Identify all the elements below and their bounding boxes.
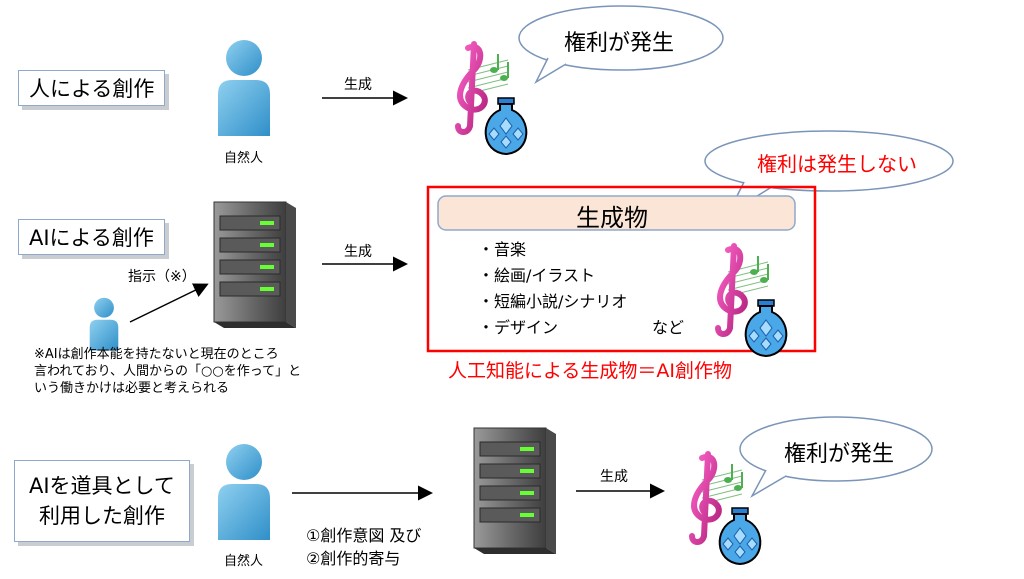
product-item-music: ・音楽 [478, 240, 527, 259]
note-line-1: ※AIは創作本能を持たないと現在のところ [34, 347, 279, 362]
row1-speech-bubble [518, 5, 724, 84]
row3-person-caption: 自然人 [224, 554, 264, 569]
row3-label: AIを道具として 利用した創作 [14, 460, 190, 542]
product-item-novel: ・短編小説/シナリオ [478, 292, 628, 311]
row1-music-vase-icon [458, 44, 526, 154]
product-item-design: ・デザイン [478, 318, 559, 337]
row1-label: 人による創作 [18, 70, 166, 106]
row1-person-caption: 自然人 [224, 151, 264, 166]
product-title: 生成物 [576, 204, 648, 232]
product-item-illustration: ・絵画/イラスト [478, 266, 596, 285]
row3-bubble-text: 権利が発生 [784, 442, 895, 467]
row2-music-vase-icon [718, 246, 786, 356]
row3-music-vase-icon [692, 454, 760, 564]
row1-person-icon [218, 40, 270, 136]
row3-conditions: ①創作意図 及び ②創作的寄与 [306, 524, 421, 570]
row3-person-icon [218, 444, 270, 540]
product-list: ・音楽 ・絵画/イラスト ・短編小説/シナリオ ・デザイン [478, 237, 627, 341]
product-title-bar [437, 195, 796, 231]
row1-bubble-text: 権利が発生 [564, 31, 675, 56]
condition-intent: ①創作意図 及び [306, 526, 422, 545]
note-line-3: いう働きかけは必要と考えられる [34, 381, 230, 396]
row2-bubble-text: 権利は発生しない [757, 152, 917, 176]
row3-server-icon [473, 427, 557, 555]
row3-arrow-label: 生成 [600, 469, 628, 485]
row3-label-line-1: AIを道具として [29, 474, 175, 498]
row2-arrow-label: 生成 [344, 244, 372, 260]
row2-instruction-arrow [129, 283, 209, 323]
row2-server-icon [213, 201, 297, 329]
row3-label-line-2: 利用した創作 [38, 504, 165, 528]
row2-label-text: AIによる創作 [29, 226, 154, 250]
product-frame [426, 185, 817, 353]
row2-instruction-label: 指示（※） [128, 269, 196, 285]
product-items-suffix: など [652, 318, 685, 337]
row1-label-text: 人による創作 [29, 77, 155, 101]
row2-instruction-person-icon [89, 297, 119, 351]
note-line-2: 言われており、人間からの「○○を作って」と [34, 364, 302, 379]
row3-speech-bubble [739, 416, 933, 499]
condition-contribution: ②創作的寄与 [306, 549, 401, 568]
product-caption: 人工知能による生成物＝AI創作物 [448, 360, 733, 382]
row2-label: AIによる創作 [18, 219, 165, 255]
row1-arrow-label: 生成 [344, 77, 372, 93]
row2-note: ※AIは創作本能を持たないと現在のところ 言われており、人間からの「○○を作って… [34, 346, 301, 397]
